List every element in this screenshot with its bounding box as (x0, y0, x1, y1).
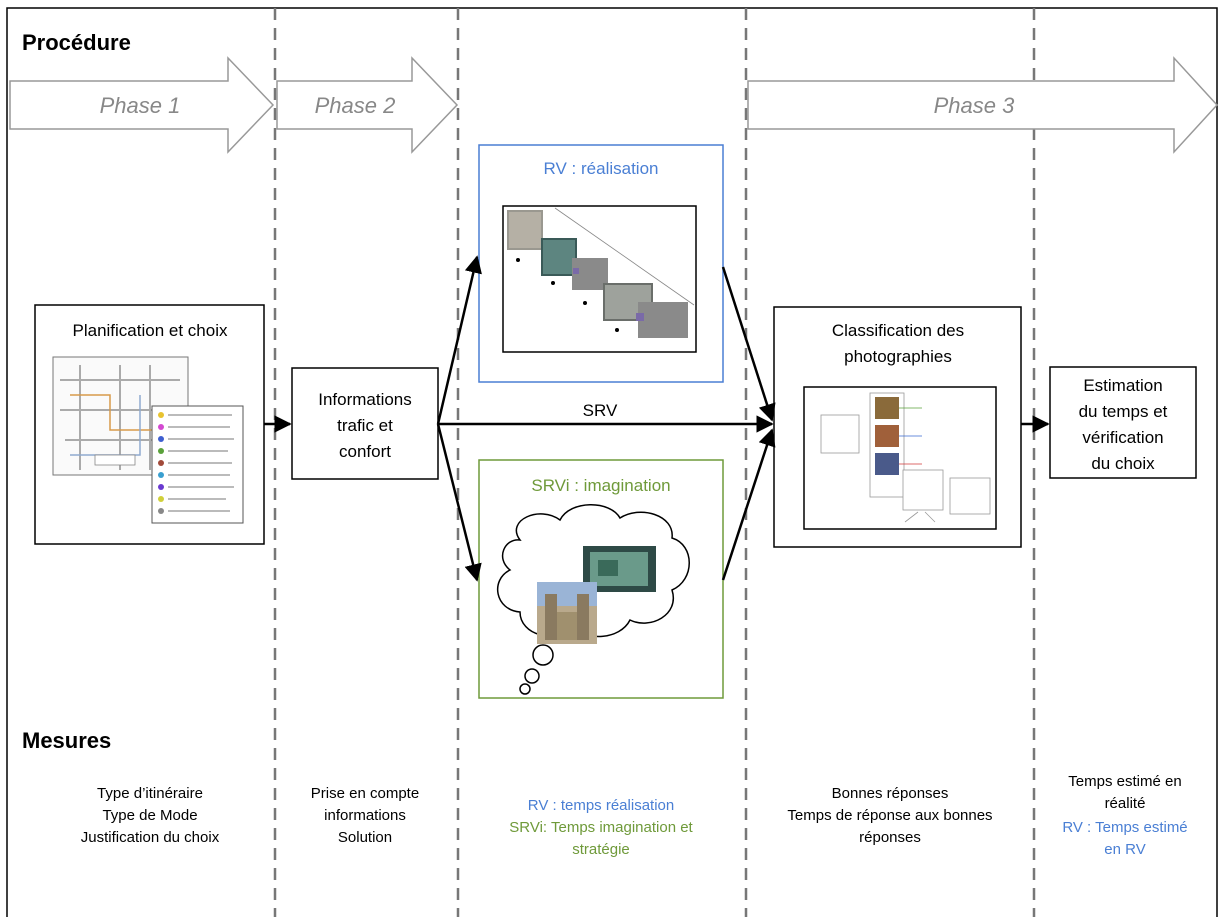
arrow-info-to-srvi (436, 423, 482, 582)
planification-title: Planification et choix (73, 321, 228, 340)
classification-line-1: Classification des (832, 321, 964, 340)
arrow-srvi-to-class (721, 428, 776, 581)
mesures-col5-rv-line-2: en RV (1104, 841, 1145, 858)
mesures-col-5: Temps estimé en réalité RV : Temps estim… (1062, 773, 1187, 858)
informations-line-3: confort (339, 442, 391, 461)
mesures-col2-line-1: Prise en compte (311, 785, 419, 802)
mesures-col3-rv: RV : temps réalisation (528, 797, 674, 814)
mesures-col-3: RV : temps réalisation SRVi: Temps imagi… (509, 797, 693, 858)
phase-1-label: Phase 1 (100, 93, 181, 118)
mesures-col2-line-2: informations (324, 807, 406, 824)
imagination-photos (537, 546, 656, 644)
srvi-title: SRVi : imagination (531, 476, 670, 495)
phase-3-label: Phase 3 (934, 93, 1015, 118)
classification-line-2: photographies (844, 347, 952, 366)
informations-box (291, 367, 439, 480)
legend-sheet (151, 405, 244, 524)
mesures-col1-line-3: Justification du choix (81, 829, 220, 846)
phase-2-label: Phase 2 (315, 93, 396, 118)
mesures-col-1: Type d’itinéraire Type de Mode Justifica… (81, 785, 220, 846)
mesures-col4-line-3: réponses (859, 829, 921, 846)
mesures-col4-line-2: Temps de réponse aux bonnes (787, 807, 992, 824)
mesures-col5-line-1: Temps estimé en (1068, 773, 1181, 790)
estimation-line-2: du temps et (1079, 402, 1168, 421)
estimation-box (1049, 366, 1197, 479)
mesures-col3-srvi-line-2: stratégie (572, 841, 630, 858)
mesures-col-2: Prise en compte informations Solution (311, 785, 419, 846)
column-dividers (273, 8, 1036, 917)
estimation-line-1: Estimation (1083, 376, 1162, 395)
mesures-col5-rv-line-1: RV : Temps estimé (1062, 819, 1187, 836)
srv-label: SRV (583, 401, 618, 420)
mesures-col3-srvi-line-1: SRVi: Temps imagination et (509, 819, 693, 836)
phase-2-arrow (276, 56, 459, 154)
mesures-col2-line-3: Solution (338, 829, 392, 846)
classification-thumbnail (803, 386, 997, 530)
flow-arrows (264, 255, 1050, 582)
rv-sequence-thumbnail (502, 205, 697, 353)
mesures-heading: Mesures (22, 728, 111, 753)
mesures-col5-line-2: réalité (1105, 795, 1146, 812)
phase-arrows (9, 56, 1219, 154)
arrow-rv-to-class (721, 266, 776, 422)
mesures-col1-line-2: Type de Mode (102, 807, 197, 824)
arrow-info-to-rv (436, 255, 482, 425)
informations-line-2: trafic et (337, 416, 393, 435)
mesures-col-4: Bonnes réponses Temps de réponse aux bon… (787, 785, 992, 846)
informations-line-1: Informations (318, 390, 412, 409)
estimation-line-4: du choix (1091, 454, 1155, 473)
estimation-line-3: vérification (1082, 428, 1163, 447)
mesures-col4-line-1: Bonnes réponses (832, 785, 949, 802)
phase-3-arrow (747, 56, 1219, 154)
outer-frame (6, 7, 1218, 917)
rv-title: RV : réalisation (544, 159, 659, 178)
mesures-col1-line-1: Type d’itinéraire (97, 785, 203, 802)
procedure-heading: Procédure (22, 30, 131, 55)
phase-1-arrow (9, 56, 275, 154)
